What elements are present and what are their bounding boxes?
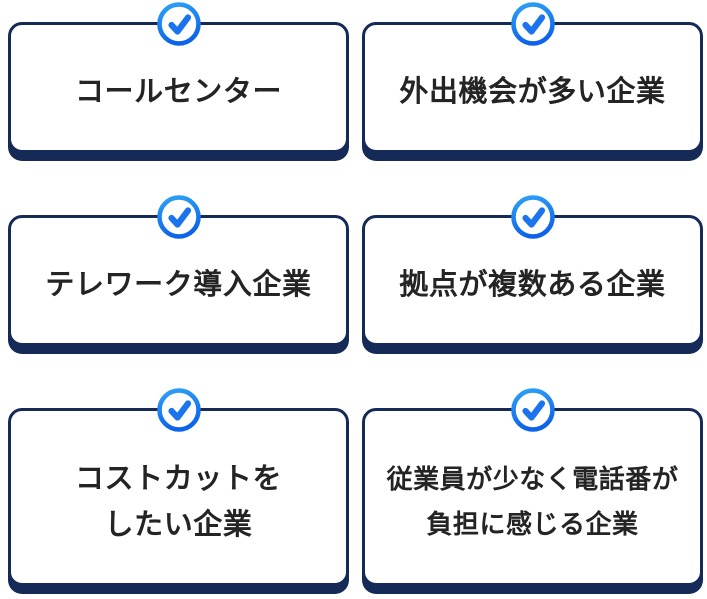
- feature-card-cell: テレワーク導入企業: [8, 195, 349, 346]
- feature-card-label: テレワーク導入企業: [45, 262, 311, 308]
- card-label-line: コールセンター: [74, 76, 283, 109]
- check-circle-icon: [156, 2, 201, 46]
- card-label-line: したい企業: [104, 509, 253, 541]
- feature-card-label: 従業員が少なく電話番が 負担に感じる企業: [387, 457, 679, 548]
- card-label-line: テレワーク導入企業: [45, 269, 312, 302]
- feature-card-label: 外出機会が多い企業: [399, 69, 665, 115]
- feature-card-cell: 従業員が少なく電話番が 負担に感じる企業: [362, 388, 703, 586]
- card-label-line: 従業員が少なく電話番が: [386, 463, 679, 494]
- feature-card-label: コールセンター: [75, 69, 282, 115]
- feature-card-label: コストカットを したい企業: [75, 456, 282, 549]
- card-label-line: コストカットを: [74, 462, 283, 495]
- feature-card-few-employees-phone-burden: 従業員が少なく電話番が 負担に感じる企業: [362, 408, 703, 586]
- feature-card-grid: コールセンター 外出機会が多い企業 テレワーク導入企業: [8, 2, 703, 586]
- feature-card-label: 拠点が複数ある企業: [399, 262, 665, 308]
- feature-card-cell: コストカットを したい企業: [8, 388, 349, 586]
- check-circle-icon: [156, 388, 201, 432]
- check-circle-icon: [510, 388, 555, 432]
- check-circle-icon: [156, 195, 201, 239]
- card-label-line: 外出機会が多い企業: [399, 76, 666, 109]
- feature-card-cell: コールセンター: [8, 2, 349, 153]
- feature-card-cell: 拠点が複数ある企業: [362, 195, 703, 346]
- feature-card-cell: 外出機会が多い企業: [362, 2, 703, 153]
- card-label-line: 負担に感じる企業: [426, 509, 639, 539]
- feature-card-cost-cutting: コストカットを したい企業: [8, 408, 349, 586]
- check-circle-icon: [510, 195, 555, 239]
- feature-card-telework: テレワーク導入企業: [8, 215, 349, 346]
- check-circle-icon: [510, 2, 555, 46]
- card-label-line: 拠点が複数ある企業: [399, 269, 666, 302]
